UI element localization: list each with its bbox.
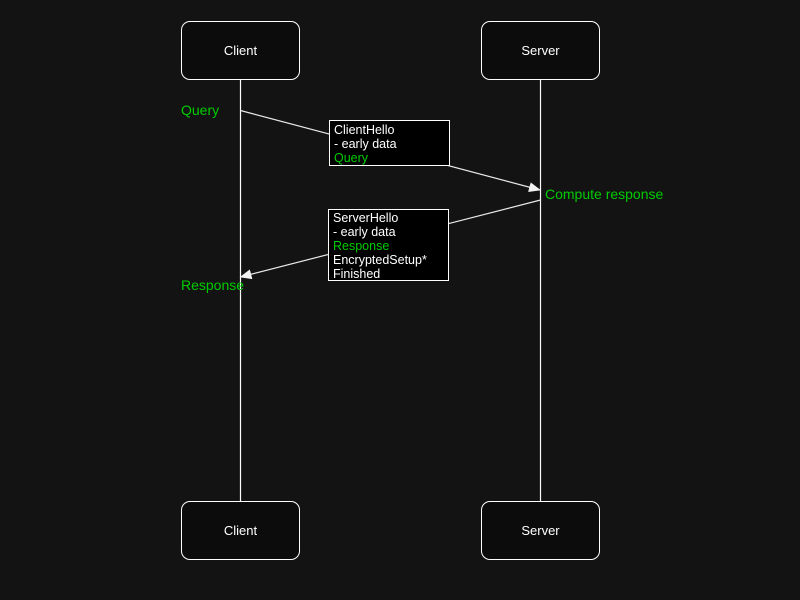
message-line: Finished <box>333 267 381 281</box>
actor-box-client-bottom: Client <box>181 501 300 560</box>
message-line: ClientHello <box>334 123 395 137</box>
actor-label-server: Server <box>521 523 560 538</box>
actor-label-client: Client <box>223 523 258 538</box>
actor-box-client-top: Client <box>181 21 300 80</box>
message-line: ServerHello <box>333 211 399 225</box>
message-line: - early data <box>333 225 396 239</box>
label-compute-response: Compute response <box>545 186 664 202</box>
actor-box-server-top: Server <box>481 21 600 80</box>
actor-label-client: Client <box>223 43 258 58</box>
label-query: Query <box>181 102 220 118</box>
message-line: Response <box>333 239 390 253</box>
message-box-client-hello: ClientHello - early data Query <box>329 120 450 166</box>
label-response: Response <box>181 277 245 293</box>
message-line: - early data <box>334 137 397 151</box>
message-line: EncryptedSetup* <box>333 253 427 267</box>
actor-box-server-bottom: Server <box>481 501 600 560</box>
message-line: Query <box>334 151 369 165</box>
actor-label-server: Server <box>521 43 560 58</box>
message-box-server-hello: ServerHello - early data Response Encryp… <box>328 209 449 281</box>
